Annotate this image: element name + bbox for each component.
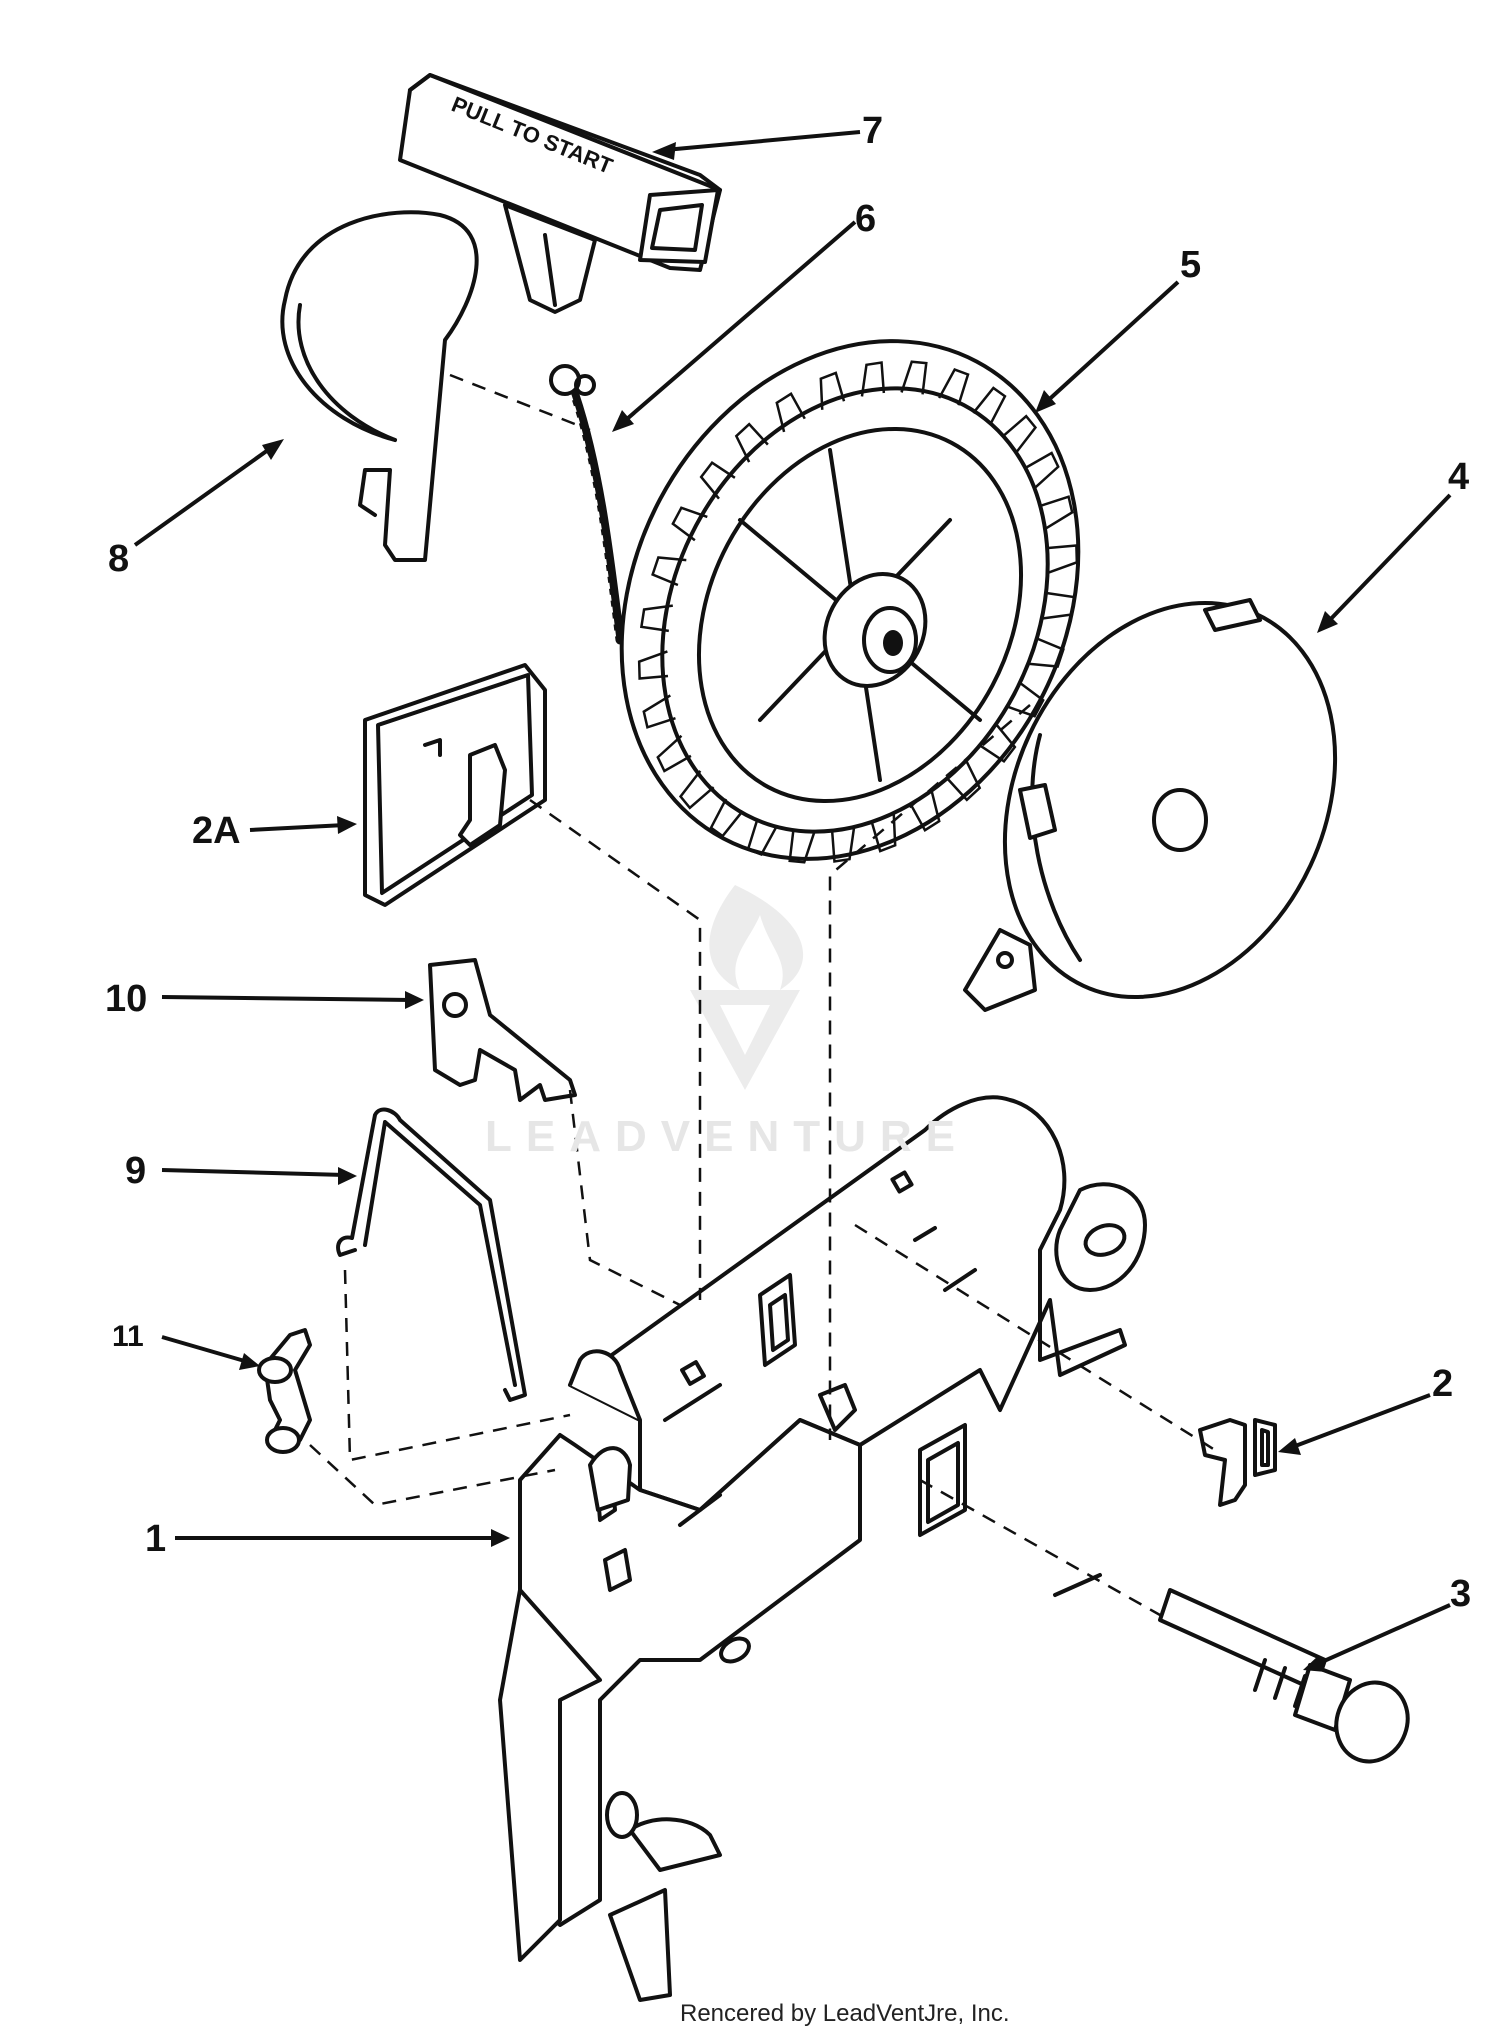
- gear-tooth: [1043, 591, 1077, 620]
- watermark-logo: [690, 885, 804, 1090]
- callout-5: 5: [1180, 244, 1202, 286]
- gear-tooth: [678, 770, 715, 810]
- gear-tooth: [1047, 544, 1079, 574]
- gear-tooth: [642, 694, 676, 729]
- gear-tooth: [972, 386, 1007, 426]
- callout-2: 2: [1432, 1363, 1454, 1405]
- gear-tooth: [746, 818, 778, 857]
- gear-tooth: [900, 360, 928, 395]
- gear-tooth: [1029, 637, 1065, 668]
- callout-6: 6: [855, 198, 877, 240]
- callout-10: 10: [105, 978, 148, 1020]
- gear-tooth: [819, 371, 846, 410]
- callout-2a: 2A: [192, 810, 241, 852]
- gear-tooth: [1040, 495, 1074, 530]
- callout-9: 9: [125, 1150, 147, 1192]
- gear-tooth: [860, 361, 886, 397]
- gear-tooth: [775, 392, 806, 433]
- gear-tooth: [980, 724, 1017, 763]
- rope-part-6: [549, 364, 625, 645]
- clip-part-11: [257, 1328, 312, 1454]
- wire-part-9: [336, 1107, 527, 1402]
- spring-part-8: [280, 210, 479, 562]
- gear-tooth: [639, 604, 673, 633]
- callout-4: 4: [1448, 456, 1470, 498]
- gear-tooth: [651, 556, 687, 587]
- gear-tooth: [734, 422, 769, 463]
- gear-tooth: [830, 827, 856, 863]
- gear-tooth: [637, 650, 669, 680]
- gear-tooth: [699, 461, 736, 500]
- gear-tooth: [709, 798, 744, 838]
- callout-7: 7: [862, 110, 884, 152]
- callout-3: 3: [1450, 1573, 1472, 1615]
- gear-tooth: [1001, 414, 1038, 454]
- pulley-part-5: [619, 339, 1081, 864]
- gear-tooth: [656, 734, 692, 773]
- pawl-part-2a: [363, 663, 547, 907]
- gear-tooth: [910, 791, 941, 832]
- gear-tooth: [788, 829, 816, 864]
- clip-part-2: [1198, 1418, 1277, 1507]
- callout-8: 8: [108, 538, 130, 580]
- handle-part-7: PULL TO START: [398, 73, 722, 314]
- cover-part-4: [963, 598, 1338, 1012]
- render-credit: Rencered by LeadVentJre, Inc.: [680, 2000, 1010, 2027]
- exploded-view-lines: [309, 373, 1216, 1617]
- leader-lines: [133, 130, 1452, 1672]
- gear-tooth: [938, 367, 970, 406]
- bracket-part-1: [498, 1095, 1147, 2002]
- link-part-10: [428, 958, 577, 1102]
- gear-tooth: [1024, 451, 1060, 490]
- callout-11: 11: [112, 1320, 144, 1353]
- gear-tooth: [947, 761, 982, 802]
- bolt-part-3: [1158, 1588, 1410, 1764]
- watermark-text: LEADVENTURE: [485, 1112, 970, 1161]
- callout-1: 1: [145, 1518, 167, 1560]
- gear-tooth: [671, 506, 708, 542]
